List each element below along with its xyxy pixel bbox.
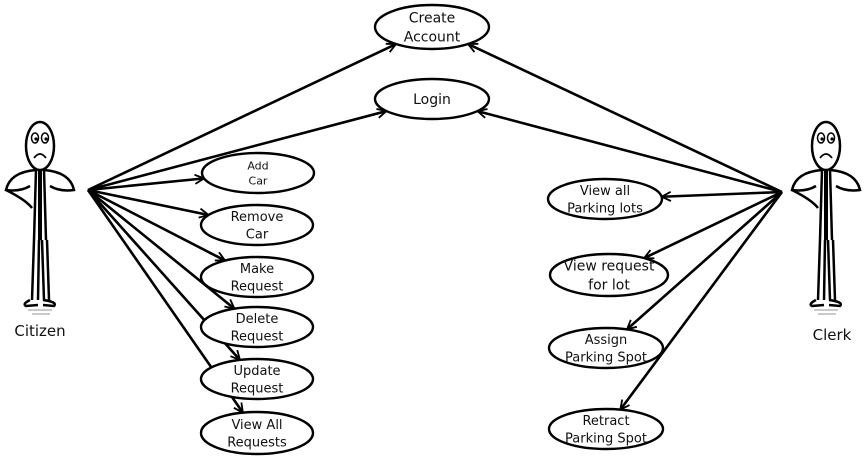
use-case-label-line: Create (409, 10, 456, 26)
citizen-to-add-car-arrow (87, 178, 204, 192)
citizen-to-delete-request-arrow (87, 188, 234, 309)
use-case-label-line: Login (413, 92, 451, 108)
associations (86, 42, 784, 413)
use-case-label-line: Parking Spot (565, 431, 647, 446)
use-case-label-line: Retract (582, 414, 629, 429)
use-case-oval (199, 255, 315, 299)
use-case-label-line: Assign (585, 333, 628, 348)
use-cases: CreateAccountLoginAddCarRemoveCarMakeReq… (199, 3, 670, 456)
use-case-oval (199, 410, 315, 456)
use-case-oval (199, 203, 315, 247)
use-case-oval (546, 177, 664, 221)
use-case-label-line: Account (404, 29, 461, 45)
use-case-label-line: Request (231, 279, 284, 294)
use-case-oval (373, 77, 491, 121)
use-case-label-line: Make (240, 262, 274, 277)
use-case-label-line: Request (231, 381, 284, 396)
use-case-login: Login (373, 77, 491, 121)
use-case-oval (199, 305, 315, 349)
clerk-to-assign-parking-spot-arrow (627, 191, 783, 329)
use-case-label-line: Delete (236, 312, 279, 327)
use-case-label-line: Add (247, 159, 268, 172)
use-case-oval (547, 407, 665, 451)
use-case-label-line: Update (233, 364, 280, 379)
use-case-label-line: View request (564, 258, 655, 274)
use-case-label-line: Parking lots (567, 201, 643, 216)
use-case-label-line: for lot (588, 277, 630, 293)
actor-clerk: Clerk (790, 120, 862, 344)
use-case-oval (199, 357, 315, 401)
use-case-oval (200, 151, 316, 195)
use-case-label-line: View All (231, 418, 282, 433)
clerk-to-create-account-arrow (468, 42, 783, 194)
use-case-oval (547, 326, 665, 370)
use-case-label-line: Request (231, 329, 284, 344)
actor-citizen: Citizen (4, 120, 76, 340)
citizen-to-create-account-arrow (87, 42, 396, 192)
citizen-figure-icon (4, 120, 76, 315)
citizen-to-login-arrow (87, 111, 386, 192)
clerk-to-view-request-for-lot-arrow (644, 190, 783, 260)
clerk-label: Clerk (813, 326, 852, 344)
citizen-to-remove-car-arrow (87, 188, 209, 215)
use-case-oval (373, 3, 491, 51)
use-case-oval (548, 252, 670, 298)
use-case-label-line: Parking Spot (565, 350, 647, 365)
clerk-to-view-all-parking-lots-arrow (662, 190, 783, 197)
clerk-to-login-arrow (477, 111, 783, 194)
citizen-to-make-request-arrow (87, 188, 225, 262)
clerk-to-retract-parking-spot-arrow (620, 191, 784, 410)
use-case-label-line: Remove (231, 210, 284, 225)
use-case-label-line: Requests (227, 435, 287, 450)
citizen-label: Citizen (14, 322, 65, 340)
use-case-label-line: Car (246, 227, 269, 242)
use-case-view-request-for-lot: View request for lot (548, 252, 670, 298)
clerk-figure-icon (790, 120, 862, 315)
use-case-label-line: View all (580, 184, 630, 199)
use-case-label-line: Car (249, 174, 268, 187)
